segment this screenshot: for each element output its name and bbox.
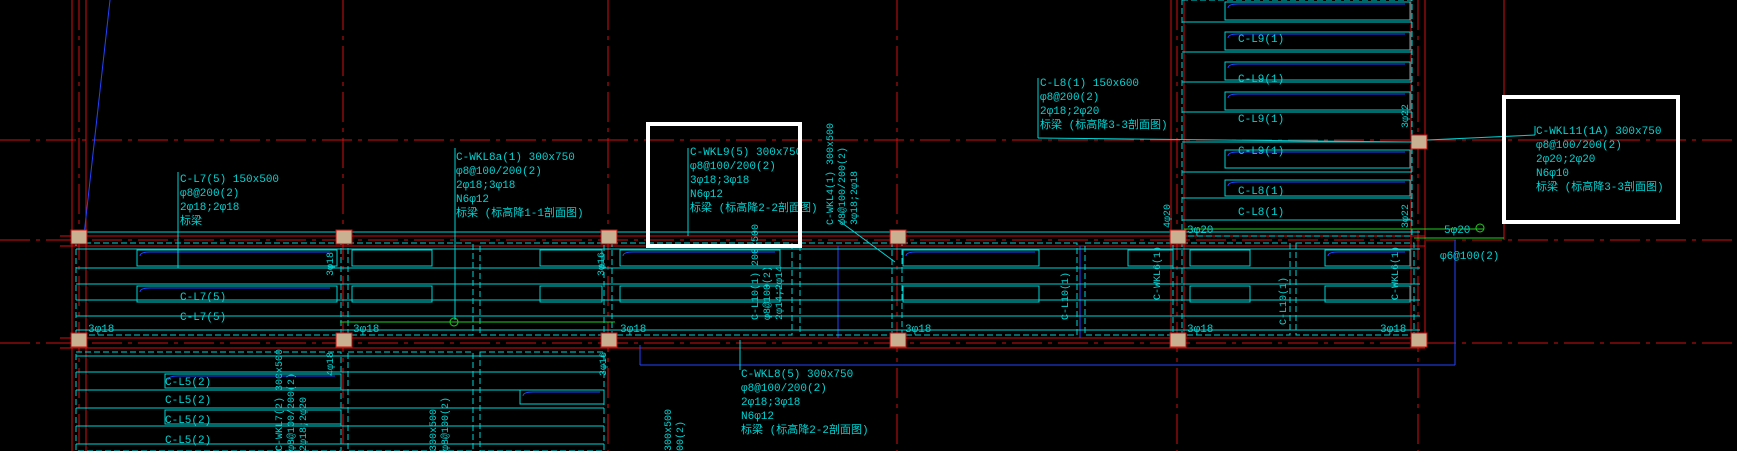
column-2 bbox=[335, 229, 353, 245]
label-l10-v: C-L10(1) bbox=[1060, 272, 1072, 320]
column-1 bbox=[70, 229, 88, 245]
column-7 bbox=[70, 332, 88, 348]
rebar-vert-2: 3φ16 bbox=[597, 252, 608, 276]
annotations: C-L7(5) 150x500 φ8@200(2) 2φ18;2φ18 标梁 C… bbox=[88, 34, 1664, 451]
rebar-mark-1: 3φ18 bbox=[88, 324, 114, 336]
highlight-wkl11 bbox=[1502, 95, 1680, 224]
wkl4-name: C-WKL4(1) 300x500 bbox=[825, 123, 837, 225]
rebar-mark-8: 3φ20 bbox=[1187, 225, 1213, 237]
rebar-vert-7: 3φ22 bbox=[1401, 204, 1412, 228]
l7-main: 2φ18;2φ18 bbox=[180, 202, 239, 214]
highlight-boxes bbox=[646, 95, 1680, 248]
wkl8-note: 标梁 (标高降2-2剖面图) bbox=[741, 422, 869, 437]
l10-main: 2φ14;2φ14 bbox=[775, 266, 786, 320]
rebar-vert-3: 4φ18 bbox=[326, 352, 337, 376]
column-6 bbox=[1410, 134, 1428, 150]
l7-name: C-L7(5) 150x500 bbox=[180, 174, 279, 186]
rebar-mark-6: 3φ18 bbox=[1380, 324, 1406, 336]
rebar-mark-5: 3φ18 bbox=[1187, 324, 1213, 336]
wkl9-main: 3φ18;3φ18 bbox=[690, 175, 749, 187]
label-l8-b: C-L8(1) bbox=[1238, 207, 1284, 219]
label-l8-a: C-L8(1) bbox=[1238, 186, 1284, 198]
rebar-mark-9: 5φ20 bbox=[1444, 225, 1470, 237]
wkl4-stirrup: φ8@100/200(2) bbox=[837, 147, 849, 225]
column-5 bbox=[1169, 229, 1187, 245]
wkl9-stirrup: φ8@100/200(2) bbox=[690, 161, 776, 173]
l8-stirrup: φ8@200(2) bbox=[1040, 92, 1099, 104]
side-v1-name: 300x500 bbox=[429, 409, 440, 451]
wkl11-name: C-WKL11(1A) 300x750 bbox=[1536, 126, 1661, 138]
rebar-hooks bbox=[139, 3, 1405, 397]
column-10 bbox=[889, 332, 907, 348]
label-l5-a: C-L5(2) bbox=[165, 377, 211, 389]
column-3 bbox=[600, 229, 618, 245]
beam-band-lines bbox=[76, 21, 1420, 445]
rebar-cages bbox=[136, 1, 1411, 425]
label-wkl6-b: C-WKL6(1) bbox=[1390, 246, 1402, 300]
beam-outlines-cyan bbox=[75, 0, 1415, 451]
rebar-mark-10: φ6@100(2) bbox=[1440, 251, 1499, 263]
wkl11-main: 2φ20;2φ20 bbox=[1536, 154, 1595, 166]
l7-note: 标梁 bbox=[180, 213, 202, 228]
wkl8a-name: C-WKL8a(1) 300x750 bbox=[456, 152, 575, 164]
label-l5-d: C-L5(2) bbox=[165, 435, 211, 447]
side-v2-stirrup: 00(2) bbox=[675, 421, 687, 451]
label-l7-b: C-L7(5) bbox=[180, 312, 226, 324]
column-4 bbox=[889, 229, 907, 245]
wkl7-name: C-WKL7(2) 300x500 bbox=[274, 349, 286, 451]
wkl8-side: N6φ12 bbox=[741, 411, 774, 423]
label-l9-c: C-L9(1) bbox=[1238, 114, 1284, 126]
label-wkl6-a: C-WKL6(1) bbox=[1152, 246, 1164, 300]
rebar-vert-4: 3φ16 bbox=[599, 352, 610, 376]
label-l5-c: C-L5(2) bbox=[165, 415, 211, 427]
blue-lines bbox=[83, 0, 1456, 366]
column-11 bbox=[1169, 332, 1187, 348]
wkl8-stirrup: φ8@100/200(2) bbox=[741, 383, 827, 395]
label-l9-b: C-L9(1) bbox=[1238, 74, 1284, 86]
green-links bbox=[340, 223, 1504, 327]
wkl8a-main: 2φ18;3φ18 bbox=[456, 180, 515, 192]
wkl9-name: C-WKL9(5) 300x750 bbox=[690, 147, 802, 159]
rebar-vert-6: 3φ22 bbox=[1401, 104, 1412, 128]
l8-main: 2φ18;2φ20 bbox=[1040, 106, 1099, 118]
label-l10-v2: C-L10(1) bbox=[1278, 277, 1290, 325]
wkl11-note: 标梁 (标高降3-3剖面图) bbox=[1536, 179, 1664, 194]
column-9 bbox=[600, 332, 618, 348]
wkl4-main: 3φ18;2φ18 bbox=[850, 171, 861, 225]
wkl8a-note: 标梁 (标高降1-1剖面图) bbox=[456, 205, 584, 220]
l10-name: C-L10(1) 200x500 bbox=[750, 224, 762, 320]
wkl8a-stirrup: φ8@100/200(2) bbox=[456, 166, 542, 178]
side-v2-name: 300x500 bbox=[664, 409, 675, 451]
rebar-mark-2: 3φ18 bbox=[353, 324, 379, 336]
wkl9-note: 标梁 (标高降2-2剖面图) bbox=[690, 200, 818, 215]
wkl7-stirrup: φ8@100/200(2) bbox=[286, 373, 298, 451]
columns bbox=[70, 134, 1428, 348]
leader-lines bbox=[177, 78, 1536, 370]
rebar-mark-3: 3φ18 bbox=[620, 324, 646, 336]
highlight-wkl9 bbox=[646, 122, 802, 248]
column-8 bbox=[335, 332, 353, 348]
rebar-vert-5: 4φ20 bbox=[1163, 204, 1174, 228]
wkl11-side: N6φ10 bbox=[1536, 168, 1569, 180]
wkl9-side: N6φ12 bbox=[690, 189, 723, 201]
label-l7-a: C-L7(5) bbox=[180, 292, 226, 304]
label-l9-a: C-L9(1) bbox=[1238, 34, 1284, 46]
rebar-vert-1: 3φ18 bbox=[326, 252, 337, 276]
side-v1-stirrup: φ8@100(2) bbox=[440, 397, 452, 451]
label-l9-d: C-L9(1) bbox=[1238, 146, 1284, 158]
l10-stirrup: φ8@100(2) bbox=[762, 266, 774, 320]
rebar-mark-4: 3φ18 bbox=[905, 324, 931, 336]
column-12 bbox=[1410, 332, 1428, 348]
label-l5-b: C-L5(2) bbox=[165, 395, 211, 407]
l7-stirrup: φ8@200(2) bbox=[180, 188, 239, 200]
l8-name: C-L8(1) 150x600 bbox=[1040, 78, 1139, 90]
wkl11-stirrup: φ8@100/200(2) bbox=[1536, 140, 1622, 152]
wkl8-main: 2φ18;3φ18 bbox=[741, 397, 800, 409]
l8-note: 标梁 (标高降3-3剖面图) bbox=[1040, 117, 1168, 132]
wkl8-name: C-WKL8(5) 300x750 bbox=[741, 369, 853, 381]
wkl8a-side: N6φ12 bbox=[456, 194, 489, 206]
wkl7-main: 2φ18;2φ20 bbox=[299, 397, 310, 451]
